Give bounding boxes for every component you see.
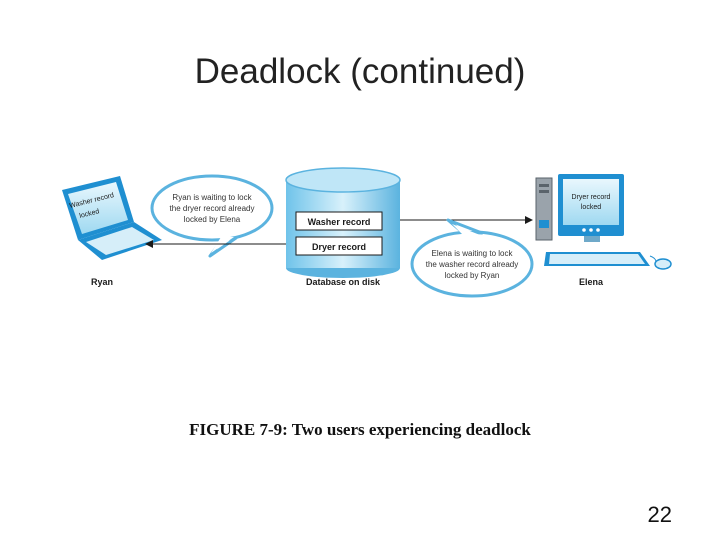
washer-record: Washer record — [295, 211, 383, 231]
monitor-screen-line2: locked — [581, 204, 601, 211]
ryan-bubble-line1: Ryan is waiting to lock — [172, 193, 252, 202]
dryer-record-label: Dryer record — [312, 242, 366, 252]
desktop-computer-icon: Dryer record locked — [535, 174, 672, 270]
page-number: 22 — [647, 502, 672, 527]
database-label: Database on disk — [306, 277, 381, 287]
elena-bubble-line3: locked by Ryan — [445, 271, 500, 280]
ryan-bubble-line2: the dryer record already — [170, 204, 255, 213]
ryan-label: Ryan — [91, 277, 113, 287]
slide-title: Deadlock (continued) — [194, 52, 526, 91]
laptop-icon: Washer record locked — [62, 176, 162, 260]
elena-bubble-line1: Elena is waiting to lock — [432, 249, 514, 258]
monitor-screen-line1: Dryer record — [572, 194, 611, 201]
ryan-bubble-line3: locked by Elena — [184, 215, 241, 224]
elena-label: Elena — [579, 277, 604, 287]
elena-waiting-bubble: Elena is waiting to lock the washer reco… — [410, 218, 534, 298]
ryan-waiting-bubble: Ryan is waiting to lock the dryer record… — [150, 174, 274, 258]
laptop-screen-line2: locked — [79, 208, 100, 220]
washer-record-label: Washer record — [308, 217, 371, 227]
dryer-record: Dryer record — [295, 236, 383, 256]
elena-bubble-line2: the washer record already — [426, 260, 519, 269]
deadlock-diagram: Washer record locked Ryan Ryan is waitin… — [62, 167, 672, 298]
figure-caption: FIGURE 7-9: Two users experiencing deadl… — [189, 420, 531, 439]
